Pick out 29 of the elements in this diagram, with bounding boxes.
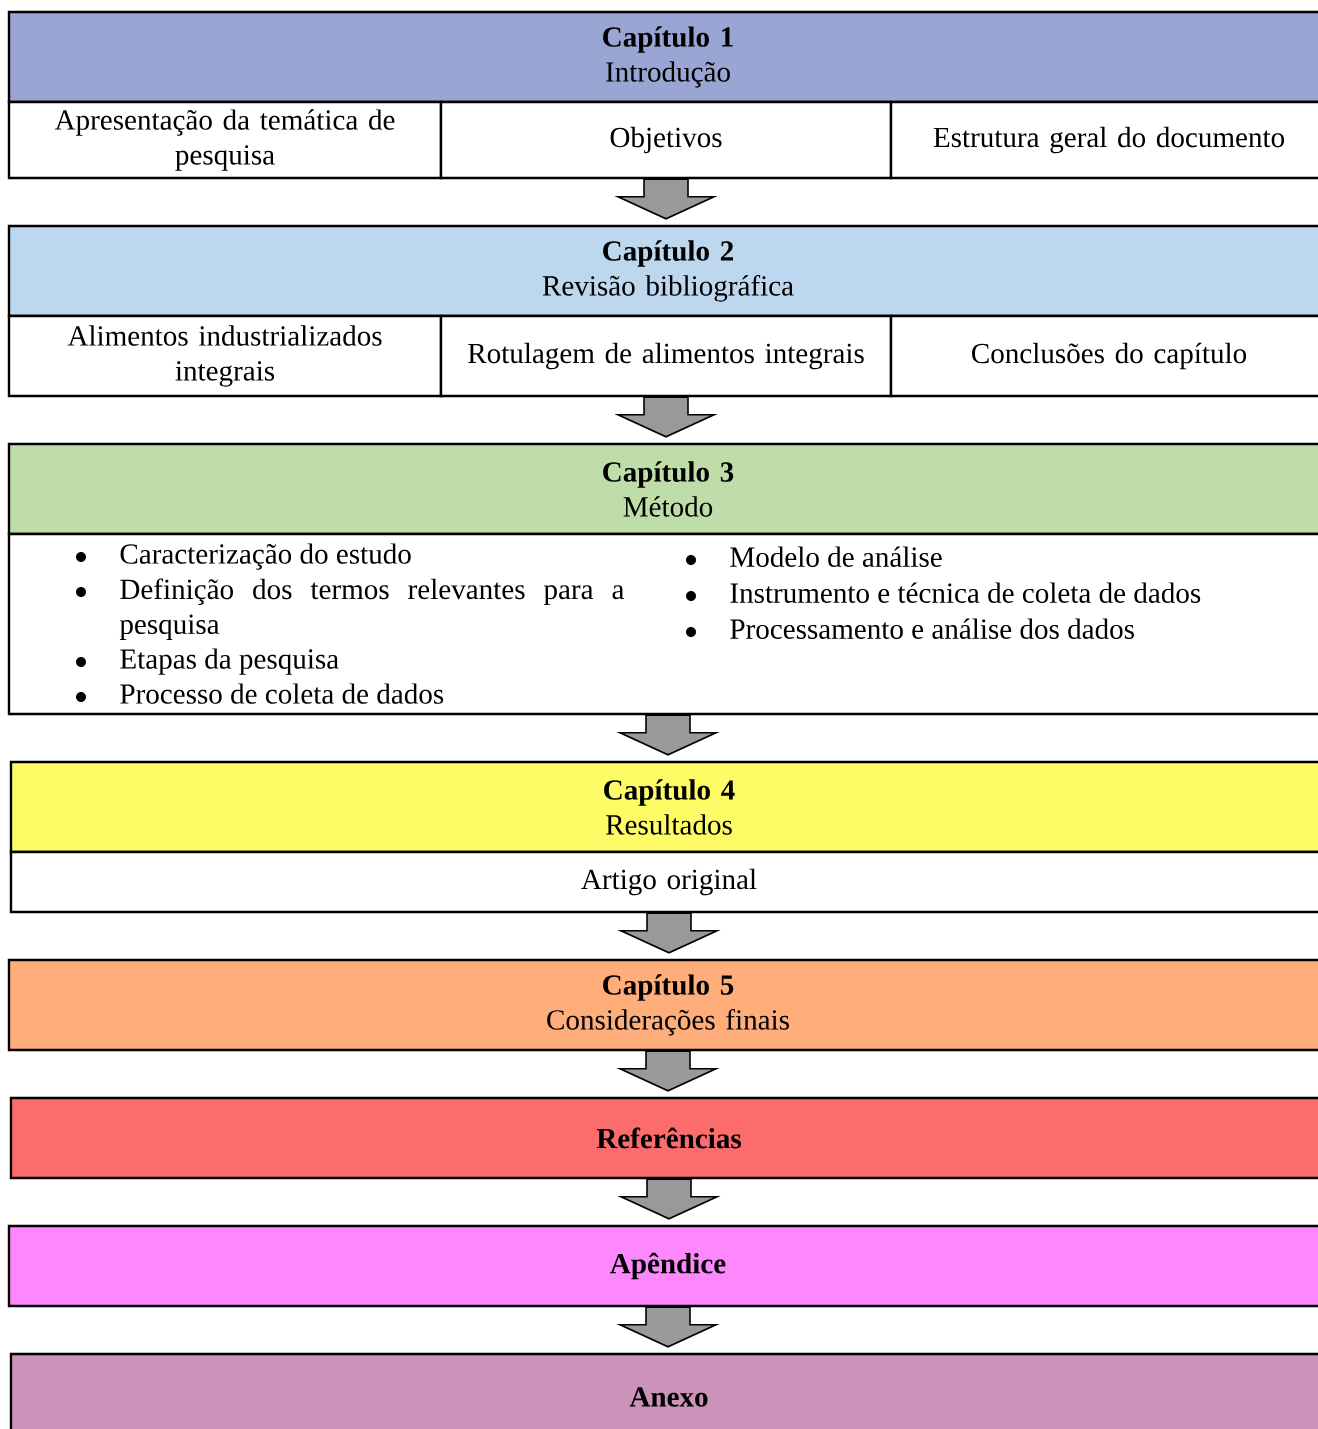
topic-box: Estrutura geral do documento xyxy=(889,100,1318,180)
topic-box: Objetivos xyxy=(439,100,893,180)
chapter-header-box: Referências xyxy=(9,1096,1318,1180)
list-item: Processo de coleta de dados xyxy=(120,683,444,704)
chapter-header-box: Capítulo 1 Introdução xyxy=(7,10,1318,104)
list-item: Definição dos termos relevantes para a pesquisa xyxy=(119,578,625,640)
chapter-header-box: Capítulo 2 Revisão bibliográfica xyxy=(7,224,1318,318)
topic-box: Apresentação da temática de pesquisa xyxy=(7,100,443,180)
chapter-header-box: Capítulo 4 Resultados xyxy=(9,760,1318,854)
list-item: Caracterização do estudo xyxy=(120,543,411,570)
block-arrow xyxy=(616,1306,720,1348)
list-item: Instrumento e técnica de coleta de dados xyxy=(730,582,1201,603)
chapter-header-box: Capítulo 5 Considerações finais xyxy=(7,958,1318,1052)
list-item: Etapas da pesquisa xyxy=(120,648,339,675)
list-item: Processamento e análise dos dados xyxy=(730,618,1134,639)
block-arrow xyxy=(616,1050,720,1092)
topic-box: Rotulagem de alimentos integrais xyxy=(439,314,893,398)
list-item: Modelo de análise xyxy=(730,546,942,567)
block-arrow xyxy=(614,178,718,220)
topic-box: Conclusões do capítulo xyxy=(889,314,1318,398)
topic-box: Alimentos industrializados integrais xyxy=(7,314,443,398)
block-arrow xyxy=(616,714,720,756)
chapter-header-box: Anexo xyxy=(9,1352,1318,1429)
chapter-header-box: Apêndice xyxy=(7,1224,1318,1308)
chapter-header-box: Capítulo 3 Método xyxy=(7,442,1318,536)
block-arrow xyxy=(614,396,718,438)
block-arrow xyxy=(617,912,721,954)
topic-box: Artigo original xyxy=(9,850,1318,914)
block-arrow xyxy=(617,1178,721,1220)
